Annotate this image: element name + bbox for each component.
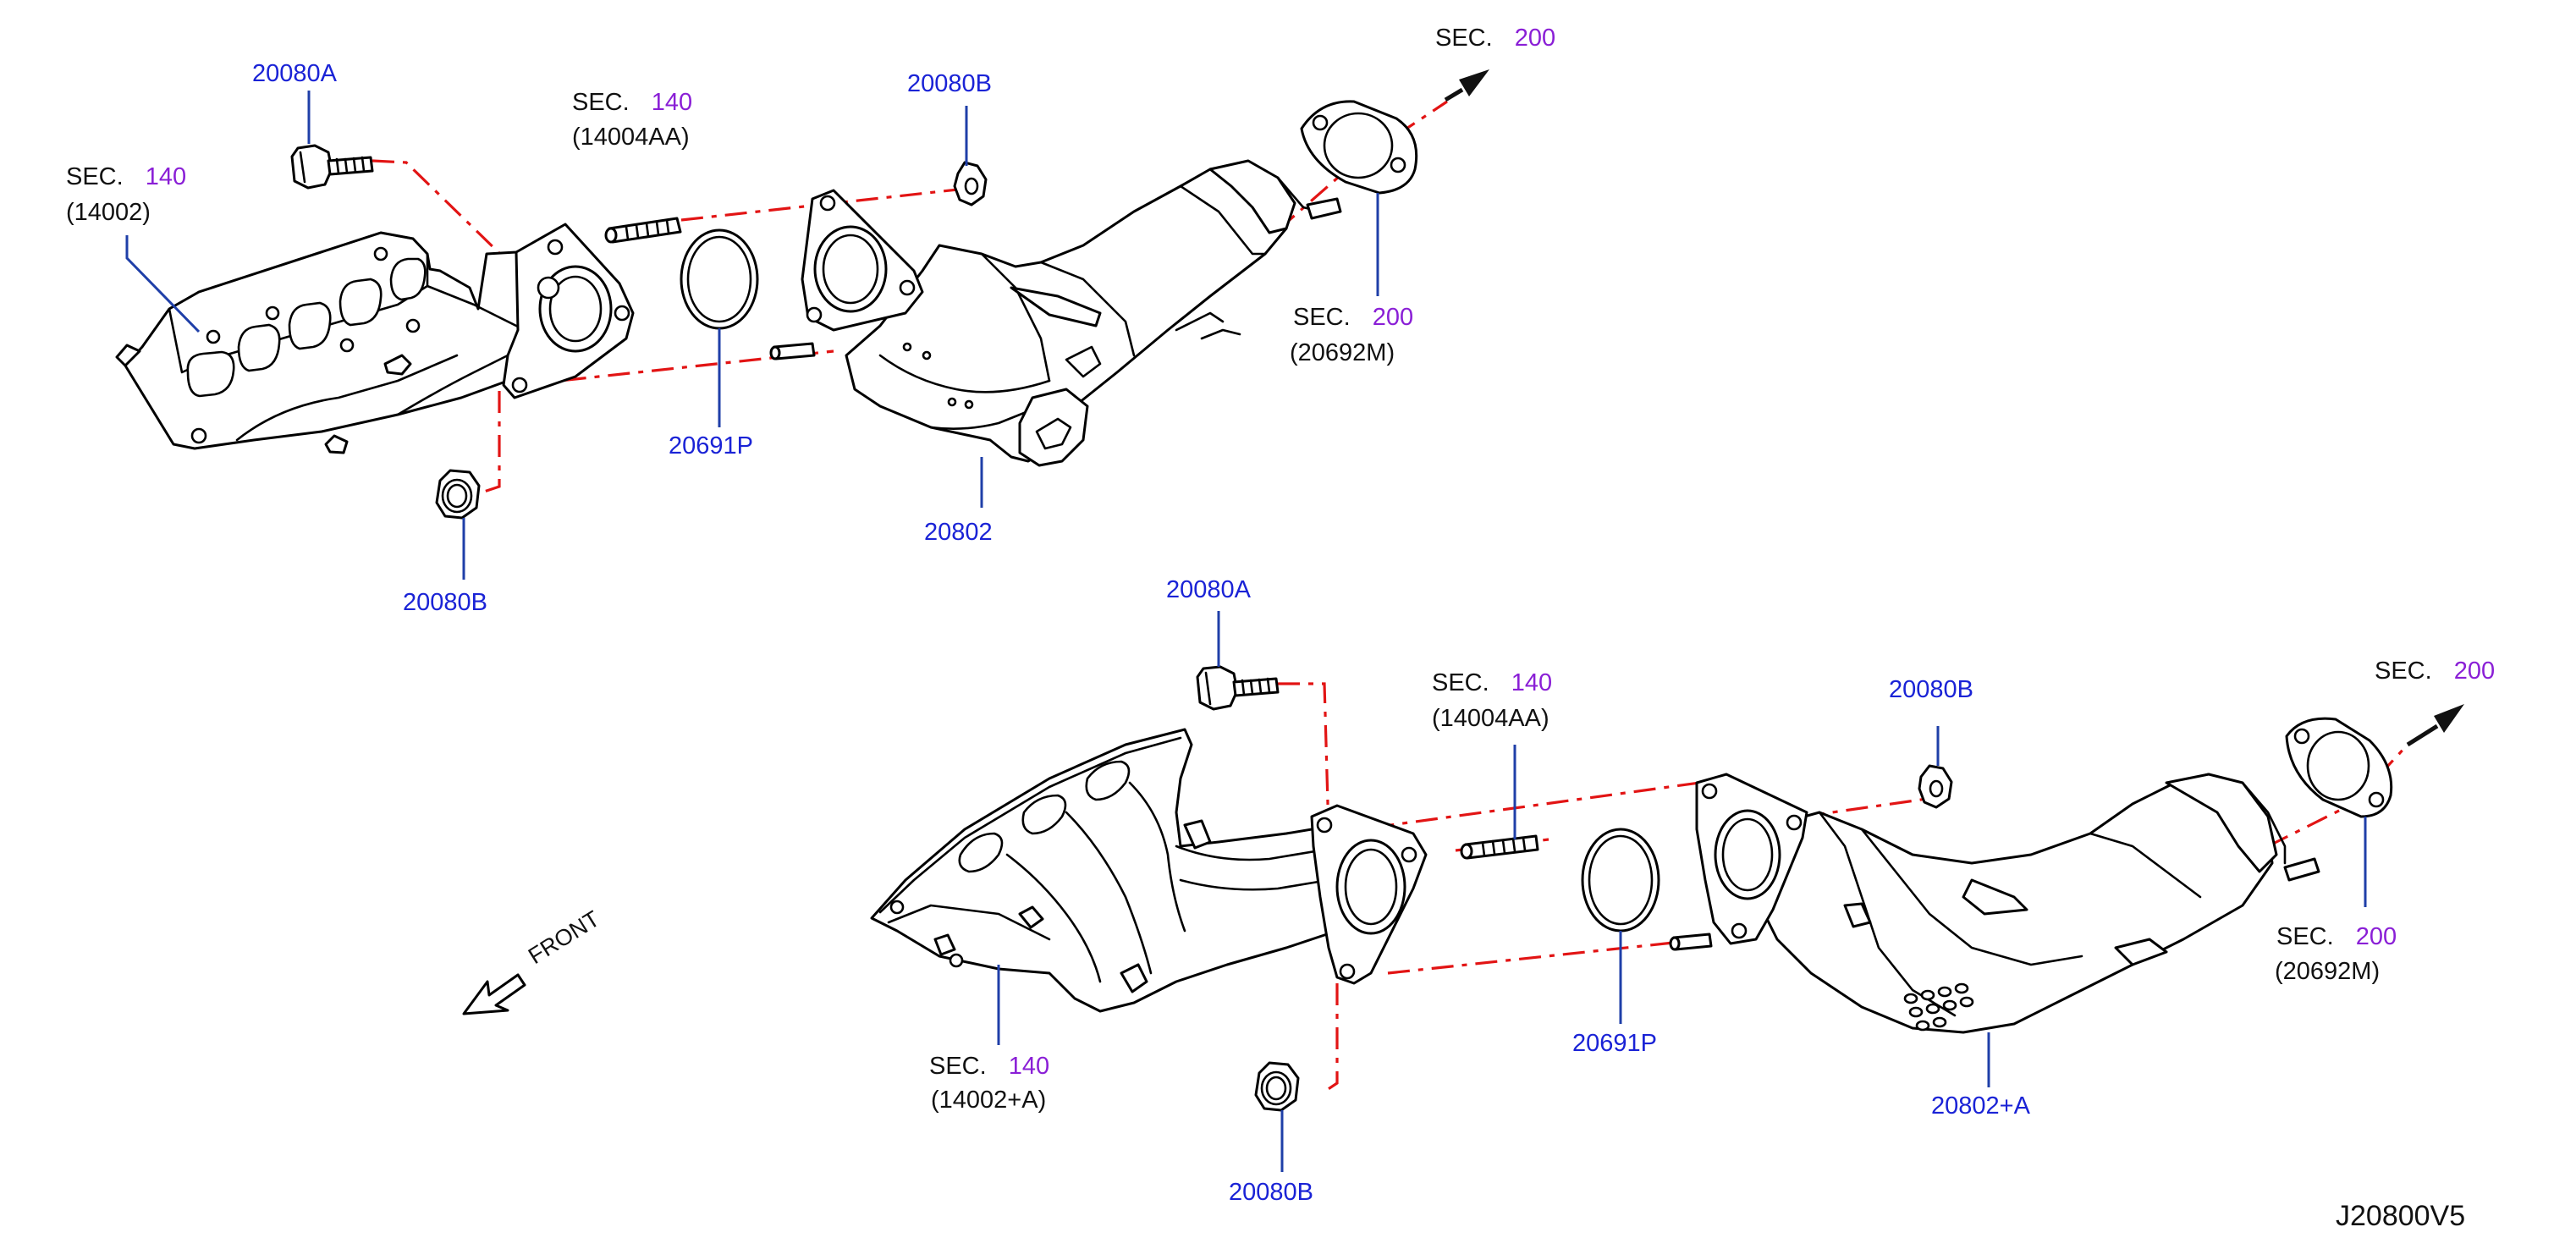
bottom-exhaust-manifold — [870, 728, 1428, 1013]
bottom-nut-bottom-label: 20080B — [1229, 1179, 1313, 1206]
top-bolt-20080a — [290, 144, 374, 190]
bottom-exit-sec-prefix: SEC. — [2375, 658, 2432, 685]
bottom-exit-sec: SEC. 200 — [2375, 657, 2495, 685]
bottom-manifold-sec-prefix: SEC. — [929, 1053, 987, 1080]
bottom-nut-20080b — [1918, 764, 1953, 809]
bottom-outlet-gasket — [2285, 717, 2393, 818]
top-nut-bottom-20080b — [435, 469, 481, 520]
top-nut-bottom-label: 20080B — [403, 589, 487, 616]
bottom-manifold-ref: (14002+A) — [931, 1087, 1047, 1114]
top-leaders — [125, 91, 1379, 580]
front-arrow-icon — [462, 973, 526, 1015]
top-nut-20080b — [953, 161, 988, 206]
bottom-manifold-sec: SEC. 140 — [929, 1052, 1049, 1081]
top-bolt-label: 20080A — [252, 60, 337, 87]
top-stud-sec: SEC. 140 — [572, 88, 692, 117]
top-assembly — [115, 69, 1489, 580]
top-exit-sec: SEC. 200 — [1435, 24, 1555, 52]
bottom-stud-sec-num: 140 — [1511, 669, 1553, 696]
top-stud — [604, 217, 682, 244]
bottom-bolt-label: 20080A — [1166, 576, 1251, 603]
top-nut-label: 20080B — [907, 70, 992, 97]
bottom-gasket2-sec-num: 200 — [2355, 923, 2397, 950]
diagram-id: J20800V5 — [2336, 1200, 2466, 1232]
bottom-bolt-20080a — [1196, 665, 1280, 711]
top-gasket2-ref: (20692M) — [1290, 339, 1395, 366]
top-stud-ref: (14004AA) — [572, 124, 690, 151]
bottom-exit-arrow — [2406, 704, 2464, 747]
top-gasket2-sec: SEC. 200 — [1293, 303, 1413, 332]
bottom-nut-label: 20080B — [1889, 676, 1973, 703]
bottom-stud-ref: (14004AA) — [1432, 705, 1549, 732]
bottom-assembly — [462, 611, 2464, 1172]
bottom-leaders — [997, 611, 2367, 1172]
top-manifold-sec-prefix: SEC. — [66, 163, 124, 190]
bottom-stud-sec: SEC. 140 — [1432, 669, 1552, 697]
bottom-gasket-label: 20691P — [1572, 1030, 1657, 1057]
top-stud-sec-prefix: SEC. — [572, 89, 630, 116]
top-manifold-ref: (14002) — [66, 199, 151, 226]
top-gasket2-sec-num: 200 — [1372, 304, 1414, 331]
bottom-stud — [1460, 834, 1539, 860]
top-exit-sec-prefix: SEC. — [1435, 25, 1493, 52]
top-catalytic-converter — [769, 159, 1342, 467]
top-exit-arrow — [1444, 69, 1489, 102]
top-stud-sec-num: 140 — [651, 89, 693, 116]
top-exit-sec-num: 200 — [1514, 25, 1556, 52]
top-converter-label: 20802 — [924, 519, 993, 546]
top-exhaust-manifold — [115, 231, 594, 454]
bottom-exit-sec-num: 200 — [2453, 658, 2496, 685]
bottom-manifold-sec-num: 140 — [1008, 1053, 1050, 1080]
bottom-nut-bottom-20080b — [1254, 1061, 1300, 1112]
top-gasket-20691p — [680, 228, 759, 330]
bottom-gasket2-sec-prefix: SEC. — [2276, 923, 2334, 950]
bottom-heatshield-holes — [1903, 982, 1974, 1032]
top-gasket-label: 20691P — [669, 432, 753, 459]
bottom-gasket-20691p — [1581, 828, 1660, 933]
bottom-converter-label: 20802+A — [1931, 1092, 2030, 1120]
top-gasket2-sec-prefix: SEC. — [1293, 304, 1351, 331]
top-manifold-sec: SEC. 140 — [66, 162, 186, 191]
bottom-catalytic-converter — [1669, 773, 2320, 1034]
bottom-gasket2-ref: (20692M) — [2275, 958, 2381, 985]
bottom-gasket2-sec: SEC. 200 — [2276, 922, 2397, 951]
top-manifold-sec-num: 140 — [145, 163, 187, 190]
top-outlet-gasket — [1300, 100, 1418, 195]
bottom-stud-sec-prefix: SEC. — [1432, 669, 1489, 696]
top-manifold-flange — [502, 223, 635, 399]
